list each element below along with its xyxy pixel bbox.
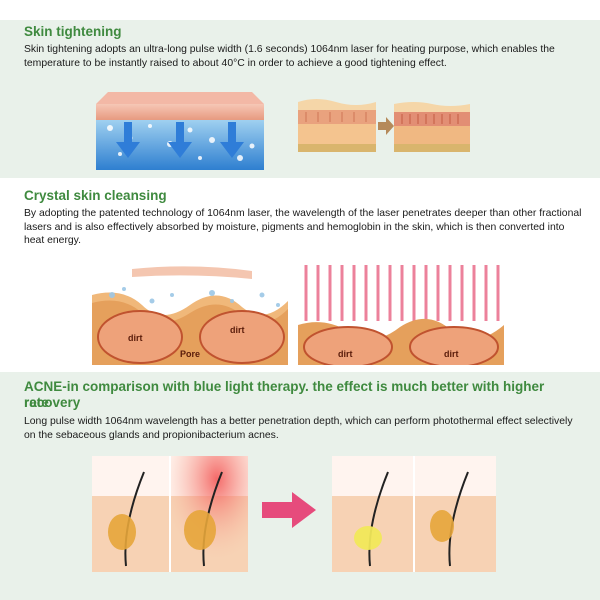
crystal-cleansing-text: By adopting the patented technology of 1… bbox=[24, 208, 582, 247]
dirt-label: dirt bbox=[230, 325, 245, 335]
big-right-arrow-icon bbox=[262, 492, 316, 528]
pore-after-illustration: dirt dirt bbox=[298, 265, 504, 365]
pore-label: Pore bbox=[180, 349, 200, 359]
dirt-label: dirt bbox=[128, 333, 143, 343]
acne-title-line1: ACNE-in comparison with blue light thera… bbox=[24, 379, 545, 410]
skin-tightening-illustration bbox=[298, 99, 470, 152]
crystal-cleansing-title: Crystal skin cleansing bbox=[24, 188, 167, 203]
acne-after-illustration bbox=[332, 456, 496, 572]
acne-title-line2: rate bbox=[24, 395, 49, 410]
down-arrow-icon bbox=[116, 122, 244, 158]
acne-before-illustration bbox=[92, 456, 248, 572]
pore-before-illustration: dirt dirt Pore bbox=[92, 265, 288, 365]
skin-tightening-title: Skin tightening bbox=[24, 24, 122, 39]
skin-tightening-text: Skin tightening adopts an ultra-long pul… bbox=[24, 44, 555, 69]
dirt-label: dirt bbox=[444, 349, 459, 359]
dirt-label: dirt bbox=[338, 349, 353, 359]
right-arrow-icon bbox=[378, 117, 394, 135]
cooling-layer-illustration bbox=[96, 92, 264, 170]
acne-text: Long pulse width 1064nm wavelength has a… bbox=[24, 416, 573, 441]
